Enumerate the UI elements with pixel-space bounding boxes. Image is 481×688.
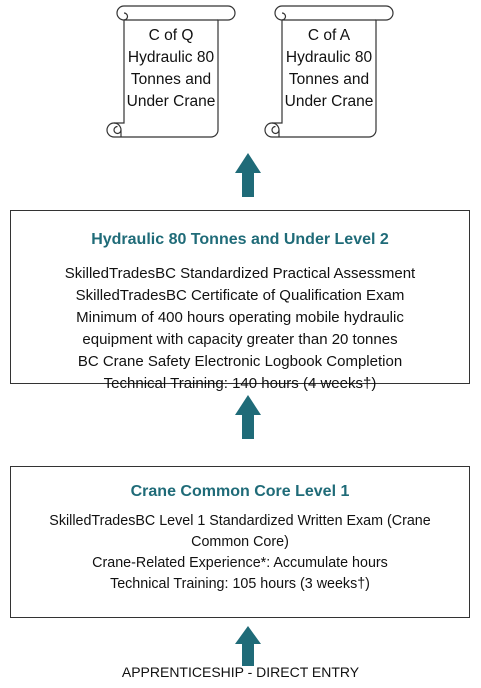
level1-box: Crane Common Core Level 1 SkilledTradesB… — [10, 466, 470, 618]
requirement-line: Common Core) — [191, 534, 289, 550]
up-arrow-icon — [235, 395, 261, 439]
requirement-line: equipment with capacity greater than 20 … — [82, 331, 398, 348]
certificate-line: C of Q — [148, 27, 194, 44]
certificate-line: Tonnes and — [288, 71, 370, 88]
level2-box: Hydraulic 80 Tonnes and Under Level 2 Sk… — [10, 210, 470, 392]
certificate-line: Tonnes and — [130, 71, 212, 88]
up-arrow-icon — [235, 626, 261, 666]
entry-label: APPRENTICESHIP - DIRECT ENTRY — [121, 664, 360, 680]
requirement-line: SkilledTradesBC Standardized Practical A… — [64, 265, 416, 282]
requirement-line: SkilledTradesBC Level 1 Standardized Wri… — [49, 513, 431, 529]
requirement-line: Minimum of 400 hours operating mobile hy… — [76, 309, 404, 326]
scroll-shape-icon — [106, 5, 236, 138]
up-arrow-icon — [235, 153, 261, 197]
level1-title: Crane Common Core Level 1 — [130, 483, 350, 500]
requirement-line: Technical Training: 105 hours (3 weeks†) — [110, 576, 370, 592]
scroll-shape-icon — [264, 5, 394, 138]
certificate-line: Under Crane — [284, 93, 374, 110]
requirement-line: Technical Training: 140 hours (4 weeks†) — [103, 375, 377, 392]
level2-title: Hydraulic 80 Tonnes and Under Level 2 — [91, 231, 389, 248]
certificate-line: Hydraulic 80 — [285, 49, 373, 66]
certificate-line: Under Crane — [126, 93, 216, 110]
certificate-scroll-cofq: C of Q Hydraulic 80 Tonnes and Under Cra… — [106, 4, 236, 150]
certificate-line: Hydraulic 80 — [127, 49, 215, 66]
requirement-line: Crane-Related Experience*: Accumulate ho… — [92, 555, 388, 571]
certificate-line: C of A — [307, 27, 351, 44]
requirement-line: SkilledTradesBC Certificate of Qualifica… — [75, 287, 405, 304]
requirement-line: BC Crane Safety Electronic Logbook Compl… — [77, 353, 403, 370]
certificate-scroll-cofa: C of A Hydraulic 80 Tonnes and Under Cra… — [264, 4, 394, 150]
